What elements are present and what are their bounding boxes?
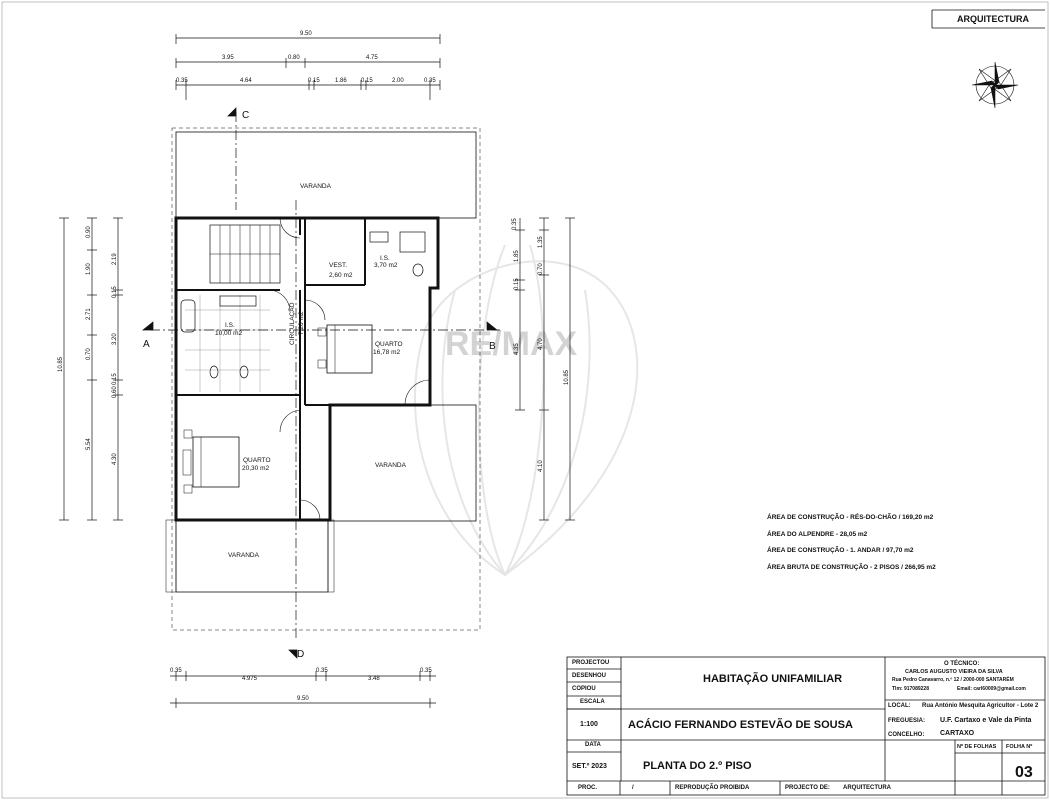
date-value: SET.º 2023 — [572, 763, 607, 770]
label-data: DATA — [585, 742, 601, 748]
label-desenhou: DESENHOU — [572, 673, 607, 679]
building-outline — [165, 127, 481, 631]
tecnico-address: Rua Pedro Canavarro, n.º 12 / 2000-000 S… — [892, 677, 1014, 683]
dim-left-inner-3: 0.70 — [86, 348, 92, 360]
scale-value: 1:100 — [580, 721, 598, 728]
label-copiou: COPIOU — [572, 686, 596, 692]
room-quarto-1-area: 16,78 m2 — [373, 349, 400, 356]
owner-name: ACÁCIO FERNANDO ESTEVÃO DE SOUSA — [628, 719, 853, 731]
section-d-label: D — [297, 649, 304, 660]
room-is-small: I.S. — [380, 255, 390, 262]
area-line-3: ÁREA DE CONSTRUÇÃO - 1. ANDAR / 97,70 m2 — [767, 547, 914, 554]
label-projecto-de: PROJECTO DE: — [785, 785, 830, 791]
dim-bottom-total: 9.50 — [297, 696, 309, 702]
drawing-title: PLANTA DO 2.º PISO — [643, 760, 752, 772]
dim-right-mid-1: 0.35 — [512, 218, 518, 230]
label-folha-n: FOLHA Nº — [1006, 744, 1033, 750]
north-arrow-icon — [971, 61, 1019, 109]
dim-bottom-detail-1: 0.35 — [170, 668, 182, 674]
dim-left-mid-2: 3.20 — [112, 333, 118, 345]
room-vest: VEST. — [329, 262, 347, 269]
dim-top-detail-1: 0.35 — [176, 78, 188, 84]
area-line-2: ÁREA DO ALPENDRE - 28,05 m2 — [767, 531, 868, 538]
dim-right-inner-3: 0.15 — [514, 278, 520, 290]
dim-right-mid-3: 4.70 — [538, 338, 544, 350]
proc-value: / — [632, 785, 634, 791]
label-local: LOCAL: — [888, 703, 911, 709]
section-c-label: C — [242, 110, 249, 121]
dim-right-inner-1: 1.85 — [514, 250, 520, 262]
dim-left-inner2-3: 0.15 — [112, 373, 118, 385]
room-varanda-right: VARANDA — [375, 462, 407, 469]
dim-right-outer: 10.85 — [564, 369, 570, 385]
dim-left-mid-1: 2.71 — [86, 308, 92, 320]
room-varanda-bottom: VARANDA — [228, 552, 260, 559]
concelho-value: CARTAXO — [940, 730, 975, 737]
dim-bottom-detail-5: 0.35 — [420, 668, 432, 674]
tecnico-email: Email: carl60009@gmail.com — [957, 686, 1026, 692]
room-vest-area: 2,60 m2 — [329, 272, 353, 279]
dim-left-mid-3: 5.54 — [86, 438, 92, 450]
room-circulacao: CIRCULAÇÃO — [287, 302, 296, 345]
project-title: HABITAÇÃO UNIFAMILIAR — [703, 673, 843, 685]
dim-top-total: 9.50 — [300, 31, 312, 37]
dim-left-outer: 10.85 — [58, 356, 64, 372]
dim-bottom-detail-2: 4.975 — [242, 676, 258, 682]
area-line-1: ÁREA DE CONSTRUÇÃO - RÉS-DO-CHÃO / 169,2… — [767, 514, 934, 521]
remax-watermark: RE/MAX — [414, 244, 639, 577]
local-value: Rua António Mesquita Agricultor - Lote 2 — [922, 703, 1039, 709]
dim-left-inner2-2: 0.15 — [112, 286, 118, 298]
room-is-large: I.S. — [225, 322, 235, 329]
tecnico-label: O TÉCNICO: — [944, 661, 980, 667]
section-b-label: B — [489, 341, 496, 352]
room-quarto-1: QUARTO — [375, 341, 403, 348]
freguesia-value: U.F. Cartaxo e Vale da Pinta — [940, 717, 1032, 724]
label-n-folhas: Nº DE FOLHAS — [957, 744, 997, 750]
dim-right-inner-2: 0.70 — [538, 263, 544, 275]
label-concelho: CONCELHO: — [888, 732, 925, 738]
dim-left-inner-2: 1.90 — [86, 263, 92, 275]
room-is-large-area: 10,00 m2 — [215, 330, 242, 337]
sheet-number: 03 — [1015, 764, 1033, 781]
tecnico-tlm: Tlm: 917089228 — [892, 686, 929, 692]
dim-top-detail-6: 2.00 — [392, 78, 404, 84]
room-quarto-2: QUARTO — [243, 457, 271, 464]
dim-top-detail-7: 0.35 — [424, 78, 436, 84]
dim-right-mid-2: 1.35 — [538, 236, 544, 248]
room-is-small-area: 3,70 m2 — [374, 262, 398, 269]
dim-top-detail-3: 0.15 — [308, 78, 320, 84]
dim-top-detail-5: 0.15 — [361, 78, 373, 84]
label-escala: ESCALA — [580, 699, 605, 705]
label-projectou: PROJECTOU — [572, 660, 610, 666]
discipline-label: ARQUITECTURA — [957, 14, 1029, 24]
dim-bottom-detail-4: 3.48 — [368, 676, 380, 682]
label-proc: PROC. — [578, 785, 598, 791]
dim-left-inner-1: 0.90 — [86, 226, 92, 238]
label-freguesia: FREGUESIA: — [888, 718, 926, 724]
dim-top-detail-4: 1.86 — [335, 78, 347, 84]
area-line-4: ÁREA BRUTA DE CONSTRUÇÃO - 2 PISOS / 266… — [767, 564, 936, 571]
dim-left-inner2-1: 2.19 — [112, 253, 118, 265]
section-a-label: A — [143, 339, 150, 350]
room-varanda-top: VARANDA — [300, 183, 332, 190]
dim-left-inner-4: 4.30 — [112, 453, 118, 465]
projecto-de-value: ARQUITECTURA — [843, 785, 891, 791]
svg-text:RE/MAX: RE/MAX — [445, 325, 578, 363]
dim-top-detail-2: 4.64 — [240, 78, 252, 84]
dim-top-mid-1: 3.95 — [222, 55, 234, 61]
dim-left-inner2-4: 0.60 — [112, 386, 118, 398]
dim-right-mid-4: 4.10 — [538, 460, 544, 472]
dim-top-mid-2: 0.80 — [288, 55, 300, 61]
room-circulacao-area: 7,20 m2 — [298, 311, 305, 335]
dim-right-inner-4: 4.35 — [514, 343, 520, 355]
tecnico-name: CARLOS AUGUSTO VIEIRA DA SILVA — [905, 669, 1003, 675]
reproducao-label: REPRODUÇÃO PROIBIDA — [675, 785, 750, 791]
room-quarto-2-area: 20,30 m2 — [242, 465, 269, 472]
dim-bottom-detail-3: 0.35 — [316, 668, 328, 674]
dim-top-mid-3: 4.75 — [366, 55, 378, 61]
